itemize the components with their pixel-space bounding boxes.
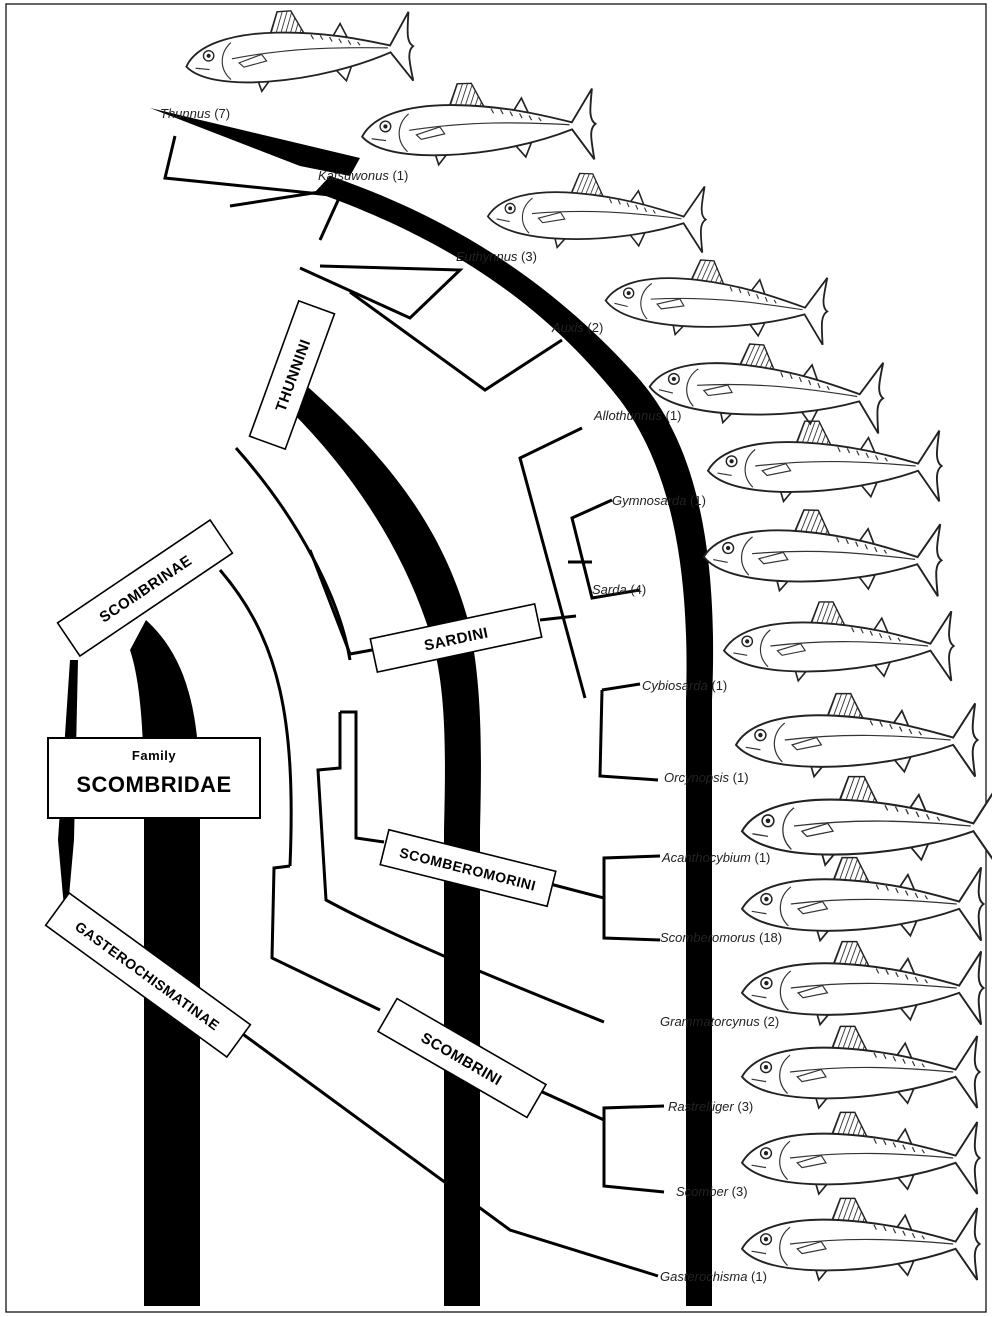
species-count: (1) [747, 1269, 767, 1284]
genus-name: Katsuwonus [318, 168, 389, 183]
genus-name: Rastrelliger [668, 1099, 734, 1114]
outer-band [315, 176, 713, 1306]
species-count: (7) [211, 106, 231, 121]
genus-name: Auxis [551, 320, 584, 335]
leaping-bonito-fish-icon [724, 602, 954, 681]
species-count: (4) [627, 582, 647, 597]
genus-name: Gasterochisma [660, 1269, 747, 1284]
wahoo-fish-icon [742, 777, 992, 865]
family-name: SCOMBRIDAE [76, 772, 231, 797]
genus-label-auxis: Auxis (2) [551, 320, 603, 335]
genus-label-thunnus: Thunnus (7) [160, 106, 230, 121]
species-count: (1) [708, 678, 728, 693]
genus-name: Acanthocybium [661, 850, 751, 865]
genus-label-scomberomorus: Scomberomorus (18) [660, 930, 782, 945]
skipjack-fish-icon [360, 79, 596, 167]
slender-tuna-fish-icon [648, 337, 887, 433]
species-count: (1) [389, 168, 409, 183]
species-count: (1) [662, 408, 682, 423]
species-count: (3) [517, 249, 537, 264]
dogtooth-tuna-fish-icon [708, 421, 942, 501]
genus-label-allothunnus: Allothunnus (1) [593, 408, 681, 423]
genus-label-scomber: Scomber (3) [676, 1184, 748, 1199]
tree-branches [165, 136, 664, 1276]
genus-label-grammatorcynus: Grammatorcynus (2) [660, 1014, 779, 1029]
genus-name: Allothunnus [593, 408, 662, 423]
genus-label-cybiosarda: Cybiosarda (1) [642, 678, 727, 693]
frigate-tuna-fish-icon [604, 254, 831, 345]
species-count: (1) [686, 493, 706, 508]
species-count: (2) [584, 320, 604, 335]
butterfly-kingfish-fish-icon [742, 1198, 980, 1280]
genus-label-gasterochisma: Gasterochisma (1) [660, 1269, 767, 1284]
genus-name: Sarda [592, 582, 627, 597]
genus-label-orcynopsis: Orcynopsis (1) [664, 770, 749, 785]
plain-bonito-fish-icon [736, 694, 978, 777]
tuna-fish-icon [183, 3, 416, 97]
shark-mackerel-fish-icon [742, 942, 984, 1025]
family-box: Family SCOMBRIDAE [48, 738, 260, 818]
genus-label-gymnosarda: Gymnosarda (1) [612, 493, 706, 508]
species-count: (3) [728, 1184, 748, 1199]
species-count: (2) [760, 1014, 780, 1029]
genus-name: Grammatorcynus [660, 1014, 760, 1029]
genus-label-euthynnus: Euthynnus (3) [456, 249, 537, 264]
species-count: (18) [755, 930, 782, 945]
mackerel-fish-icon [742, 1112, 980, 1194]
genus-label-acanthocybium: Acanthocybium (1) [661, 850, 770, 865]
little-tunny-fish-icon [487, 170, 707, 252]
species-count: (3) [734, 1099, 754, 1114]
genus-name: Scomberomorus [660, 930, 756, 945]
genus-label-rastrelliger: Rastrelliger (3) [668, 1099, 753, 1114]
genus-name: Scomber [676, 1184, 729, 1199]
genus-name: Thunnus [160, 106, 211, 121]
genus-name: Cybiosarda [642, 678, 708, 693]
species-count: (1) [729, 770, 749, 785]
indian-mackerel-fish-icon [742, 1026, 980, 1108]
genus-label-sarda: Sarda (4) [592, 582, 646, 597]
spanish-mackerel-fish-icon [742, 858, 984, 941]
genus-name: Gymnosarda [612, 493, 686, 508]
family-small-label: Family [132, 748, 176, 763]
genus-name: Orcynopsis [664, 770, 730, 785]
genus-label-katsuwonus: Katsuwonus (1) [318, 168, 408, 183]
genus-name: Euthynnus [456, 249, 518, 264]
species-count: (1) [751, 850, 771, 865]
bonito-fish-icon [703, 506, 943, 596]
